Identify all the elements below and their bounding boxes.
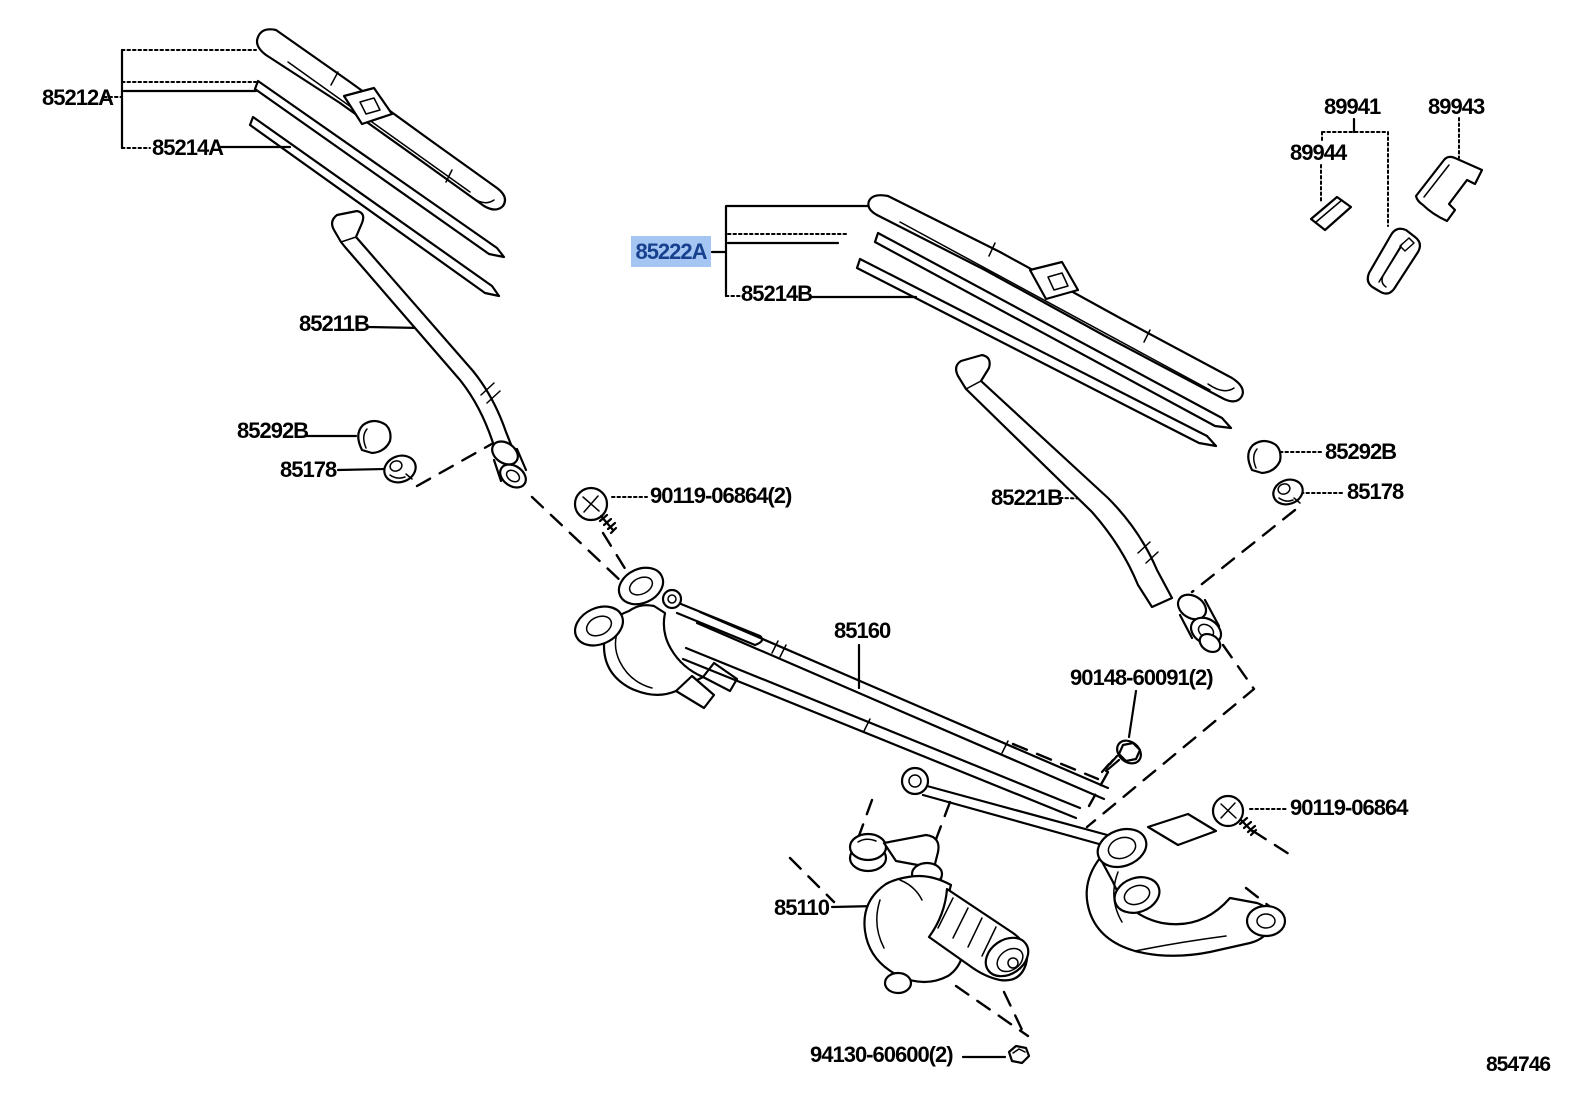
wiper-arm-left-drawing xyxy=(330,209,528,489)
assembly-dash-lines xyxy=(415,439,1297,1038)
pivot-cap-right-drawing xyxy=(1247,439,1282,475)
part-label-blade-assy-left[interactable]: 85212A xyxy=(42,85,114,110)
wiper-blade-right-drawing xyxy=(855,194,1244,448)
part-label-blade-rubber-left[interactable]: 85214A xyxy=(152,135,224,160)
part-label-arm-right[interactable]: 85221B xyxy=(991,485,1063,510)
screw-arm-left-drawing xyxy=(573,486,618,535)
part-89941-drawing xyxy=(1366,227,1422,295)
part-label-89943[interactable]: 89943 xyxy=(1428,94,1485,119)
pivot-cap-left-drawing xyxy=(357,419,392,455)
part-label-pivot-cap-left[interactable]: 85292B xyxy=(237,418,309,443)
nut-motor-drawing xyxy=(1007,1044,1031,1065)
part-label-arm-left[interactable]: 85211B xyxy=(299,311,370,336)
part-label-bolt-link-set[interactable]: 90148-60091(2) xyxy=(1070,665,1214,690)
wiper-motor-drawing xyxy=(848,832,1030,995)
part-label-screw-arm-set[interactable]: 90119-06864(2) xyxy=(650,483,792,508)
part-label-89944[interactable]: 89944 xyxy=(1290,140,1347,165)
arm-clip-right-drawing xyxy=(1272,478,1304,506)
part-label-89941[interactable]: 89941 xyxy=(1324,94,1381,119)
bolt-link-drawing xyxy=(1100,739,1142,774)
leader-lines xyxy=(103,48,1460,1059)
part-label-blade-rubber-right[interactable]: 85214B xyxy=(741,281,813,306)
arm-clip-left-drawing xyxy=(383,454,417,484)
part-label-pivot-cap-right[interactable]: 85292B xyxy=(1325,439,1397,464)
screw-link-right-drawing xyxy=(1211,794,1258,837)
part-89944-drawing xyxy=(1309,195,1353,232)
part-label-nut-motor-set[interactable]: 94130-60600(2) xyxy=(810,1042,954,1067)
figure-number: 854746 xyxy=(1486,1053,1551,1076)
part-label-motor[interactable]: 85110 xyxy=(774,895,830,920)
wiper-link-drawing xyxy=(573,566,1287,957)
part-label-link-assy[interactable]: 85160 xyxy=(834,618,891,643)
part-89943-drawing xyxy=(1414,155,1484,223)
wiper-arm-right-drawing xyxy=(954,353,1223,654)
wiper-blade-left-drawing xyxy=(248,28,507,298)
part-label-blade-assy-right[interactable]: 85222A xyxy=(631,236,711,267)
part-label-arm-clip-left[interactable]: 85178 xyxy=(280,457,337,482)
part-label-arm-clip-right[interactable]: 85178 xyxy=(1347,479,1404,504)
part-label-screw-link[interactable]: 90119-06864 xyxy=(1290,795,1408,820)
